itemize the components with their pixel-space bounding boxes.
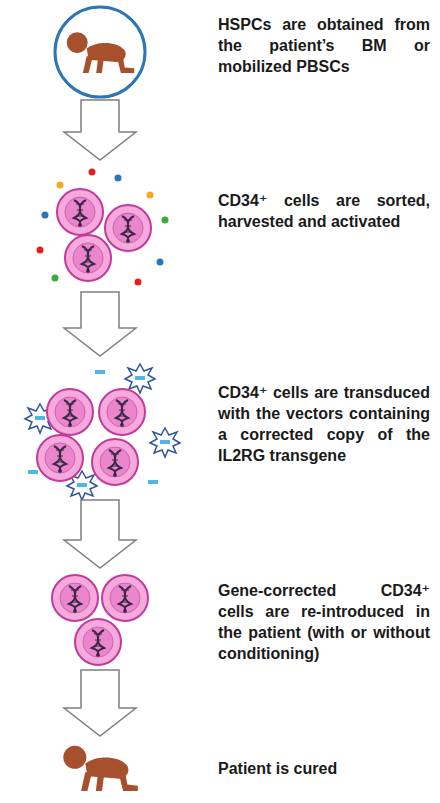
step-text: Patient is cured (218, 758, 430, 779)
step-text: HSPCs are obtained from the patient’s BM… (218, 14, 430, 77)
step-node: CD34⁺ cells are transduced with the vect… (5, 358, 435, 498)
corrected-cells (52, 575, 148, 665)
step-node: CD34⁺ cells are sorted, harvested and ac… (5, 162, 435, 290)
step-node: HSPCs are obtained from the patient’s BM… (5, 5, 435, 98)
step-text: Gene-corrected CD34⁺ cells are re-introd… (218, 580, 430, 664)
block-arrow (64, 500, 136, 568)
block-arrow (64, 292, 136, 356)
activated-cells (37, 169, 169, 286)
step-node: Patient is cured (5, 738, 435, 800)
step-text: CD34⁺ cells are transduced with the vect… (218, 382, 430, 466)
baby-icon (67, 32, 134, 73)
step-node: Gene-corrected CD34⁺ cells are re-introd… (5, 570, 435, 668)
block-arrow (64, 100, 136, 160)
cured-baby-icon (63, 746, 138, 791)
step-text: CD34⁺ cells are sorted, harvested and ac… (218, 190, 430, 232)
block-arrow (64, 670, 136, 736)
patient-circle (55, 7, 145, 97)
transduction-cells (25, 364, 180, 500)
